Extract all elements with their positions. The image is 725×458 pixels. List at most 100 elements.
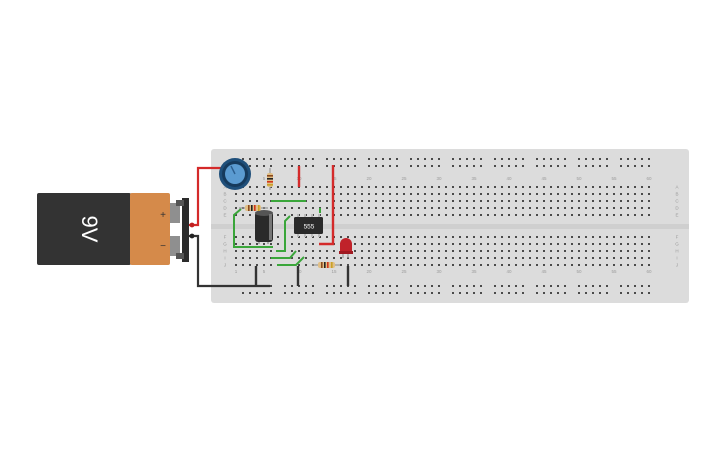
breadboard-hole[interactable] xyxy=(354,200,356,202)
breadboard-hole[interactable] xyxy=(375,207,377,209)
breadboard-hole[interactable] xyxy=(627,207,629,209)
breadboard-hole[interactable] xyxy=(487,250,489,252)
breadboard-hole[interactable] xyxy=(578,200,580,202)
breadboard-hole[interactable] xyxy=(592,186,594,188)
breadboard-hole[interactable] xyxy=(305,207,307,209)
breadboard-hole[interactable] xyxy=(326,236,328,238)
breadboard-hole[interactable] xyxy=(487,186,489,188)
breadboard-hole[interactable] xyxy=(634,250,636,252)
breadboard-hole[interactable] xyxy=(424,200,426,202)
breadboard-hole[interactable] xyxy=(375,250,377,252)
breadboard-hole[interactable] xyxy=(648,200,650,202)
breadboard-hole[interactable] xyxy=(361,207,363,209)
breadboard-hole[interactable] xyxy=(235,214,237,216)
breadboard-hole[interactable] xyxy=(641,207,643,209)
breadboard-hole[interactable] xyxy=(375,264,377,266)
breadboard-hole[interactable] xyxy=(438,193,440,195)
breadboard-hole[interactable] xyxy=(354,243,356,245)
breadboard-hole[interactable] xyxy=(564,158,566,160)
breadboard-hole[interactable] xyxy=(410,250,412,252)
breadboard-hole[interactable] xyxy=(284,285,286,287)
breadboard-hole[interactable] xyxy=(403,186,405,188)
breadboard-hole[interactable] xyxy=(606,285,608,287)
breadboard-hole[interactable] xyxy=(354,158,356,160)
breadboard-hole[interactable] xyxy=(382,193,384,195)
breadboard-hole[interactable] xyxy=(634,200,636,202)
breadboard-hole[interactable] xyxy=(529,236,531,238)
breadboard-hole[interactable] xyxy=(508,165,510,167)
breadboard-hole[interactable] xyxy=(487,257,489,259)
breadboard-hole[interactable] xyxy=(543,214,545,216)
breadboard-hole[interactable] xyxy=(424,214,426,216)
breadboard-hole[interactable] xyxy=(459,193,461,195)
breadboard-hole[interactable] xyxy=(571,250,573,252)
breadboard-hole[interactable] xyxy=(522,186,524,188)
breadboard-hole[interactable] xyxy=(305,285,307,287)
breadboard-hole[interactable] xyxy=(592,257,594,259)
breadboard-hole[interactable] xyxy=(613,214,615,216)
breadboard-hole[interactable] xyxy=(417,214,419,216)
breadboard-hole[interactable] xyxy=(305,158,307,160)
breadboard-hole[interactable] xyxy=(522,292,524,294)
breadboard-hole[interactable] xyxy=(634,292,636,294)
breadboard-hole[interactable] xyxy=(424,207,426,209)
breadboard-hole[interactable] xyxy=(592,165,594,167)
breadboard-hole[interactable] xyxy=(417,186,419,188)
breadboard-hole[interactable] xyxy=(242,236,244,238)
breadboard-hole[interactable] xyxy=(620,264,622,266)
breadboard-hole[interactable] xyxy=(494,186,496,188)
breadboard-hole[interactable] xyxy=(340,186,342,188)
breadboard-hole[interactable] xyxy=(417,193,419,195)
breadboard-hole[interactable] xyxy=(543,236,545,238)
breadboard-hole[interactable] xyxy=(417,200,419,202)
breadboard-hole[interactable] xyxy=(564,236,566,238)
breadboard-hole[interactable] xyxy=(550,292,552,294)
breadboard-hole[interactable] xyxy=(417,292,419,294)
breadboard-hole[interactable] xyxy=(452,186,454,188)
breadboard-hole[interactable] xyxy=(452,264,454,266)
breadboard-hole[interactable] xyxy=(340,285,342,287)
breadboard-hole[interactable] xyxy=(641,257,643,259)
breadboard-hole[interactable] xyxy=(494,292,496,294)
breadboard-hole[interactable] xyxy=(634,243,636,245)
breadboard-hole[interactable] xyxy=(585,200,587,202)
breadboard-hole[interactable] xyxy=(452,243,454,245)
breadboard-hole[interactable] xyxy=(557,257,559,259)
breadboard-hole[interactable] xyxy=(347,158,349,160)
breadboard-hole[interactable] xyxy=(438,264,440,266)
breadboard-hole[interactable] xyxy=(634,207,636,209)
breadboard-hole[interactable] xyxy=(396,200,398,202)
led-red[interactable] xyxy=(339,238,353,258)
breadboard-hole[interactable] xyxy=(326,285,328,287)
breadboard-hole[interactable] xyxy=(396,214,398,216)
breadboard-hole[interactable] xyxy=(396,250,398,252)
breadboard-hole[interactable] xyxy=(382,236,384,238)
breadboard-hole[interactable] xyxy=(312,193,314,195)
breadboard-hole[interactable] xyxy=(389,207,391,209)
breadboard-hole[interactable] xyxy=(305,186,307,188)
breadboard-hole[interactable] xyxy=(592,243,594,245)
breadboard-hole[interactable] xyxy=(396,236,398,238)
breadboard-hole[interactable] xyxy=(501,236,503,238)
breadboard-hole[interactable] xyxy=(480,243,482,245)
breadboard-hole[interactable] xyxy=(284,186,286,188)
breadboard-hole[interactable] xyxy=(361,250,363,252)
breadboard-hole[interactable] xyxy=(494,236,496,238)
breadboard-hole[interactable] xyxy=(249,186,251,188)
breadboard-hole[interactable] xyxy=(431,243,433,245)
breadboard-hole[interactable] xyxy=(606,165,608,167)
breadboard-hole[interactable] xyxy=(298,264,300,266)
breadboard-hole[interactable] xyxy=(326,250,328,252)
breadboard-hole[interactable] xyxy=(284,214,286,216)
breadboard-hole[interactable] xyxy=(466,285,468,287)
breadboard-hole[interactable] xyxy=(424,257,426,259)
breadboard-hole[interactable] xyxy=(515,250,517,252)
breadboard-hole[interactable] xyxy=(340,200,342,202)
breadboard-hole[interactable] xyxy=(473,264,475,266)
breadboard-hole[interactable] xyxy=(375,193,377,195)
breadboard-hole[interactable] xyxy=(515,236,517,238)
breadboard-hole[interactable] xyxy=(375,285,377,287)
breadboard-hole[interactable] xyxy=(501,292,503,294)
breadboard-hole[interactable] xyxy=(648,292,650,294)
breadboard-hole[interactable] xyxy=(445,207,447,209)
